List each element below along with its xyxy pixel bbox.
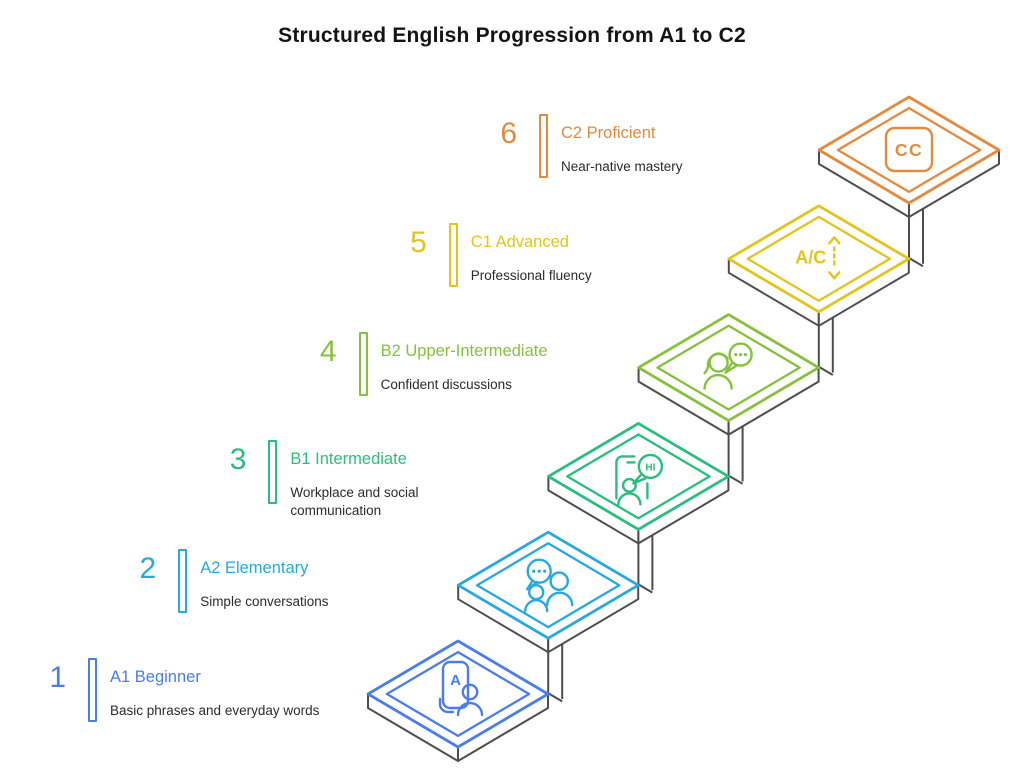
level-bar	[358, 331, 368, 396]
step-2	[456, 530, 640, 703]
level-bar	[88, 658, 97, 722]
greeting-icon: HI	[615, 453, 664, 506]
step-top-face	[366, 639, 550, 749]
level-title: C2 Proficient	[561, 124, 656, 142]
text-size-icon: A/C	[795, 236, 841, 280]
page-title: Structured English Progression from A1 t…	[278, 24, 746, 47]
step-inner-diamond	[656, 324, 801, 411]
step-top-face	[456, 530, 640, 640]
level-number: 5	[410, 225, 427, 259]
level-number: 4	[319, 334, 337, 368]
level-description: Workplace and social communication	[290, 485, 419, 519]
level-description: Professional fluency	[470, 267, 592, 283]
level-description: Simple conversations	[200, 594, 329, 610]
icon-letter: HI	[645, 462, 655, 473]
step-4	[637, 313, 820, 485]
level-number: 6	[500, 117, 517, 150]
icon-letter: A	[450, 672, 461, 689]
step-3: HI	[547, 421, 730, 594]
step-inner-diamond	[475, 542, 621, 629]
level-title: A1 Beginner	[110, 668, 201, 686]
level-description: Confident discussions	[380, 376, 512, 392]
icon-letter: CC	[895, 140, 923, 160]
level-description: Basic phrases and everyday words	[110, 703, 320, 718]
level-number: 2	[139, 552, 157, 586]
level-number: 1	[49, 661, 66, 694]
level-title: C1 Advanced	[470, 232, 569, 251]
step-5: A/C	[727, 204, 911, 376]
step-top-face	[817, 95, 1001, 205]
discussion-icon	[703, 342, 753, 390]
level-bar	[539, 114, 548, 178]
level-bar	[448, 222, 458, 287]
level-description: Near-native mastery	[561, 159, 683, 174]
step-inner-diamond	[746, 215, 892, 302]
level-number: 3	[229, 443, 247, 477]
level-bar	[178, 549, 188, 614]
level-title: B2 Upper-Intermediate	[380, 341, 548, 360]
level-bar	[268, 440, 278, 505]
level-title: B1 Intermediate	[290, 450, 407, 469]
level-title: A2 Elementary	[200, 559, 309, 578]
step-inner-diamond	[836, 106, 982, 194]
step-1: A	[366, 639, 550, 762]
conversation-icon	[524, 558, 574, 613]
step-inner-diamond	[566, 433, 711, 520]
step-6: CC	[817, 95, 1001, 268]
step-top-face	[727, 204, 911, 314]
captions-icon: CC	[884, 126, 934, 173]
step-inner-diamond	[385, 650, 531, 738]
vocabulary-card-icon: A	[438, 660, 484, 717]
icon-letter: A/C	[795, 247, 826, 267]
